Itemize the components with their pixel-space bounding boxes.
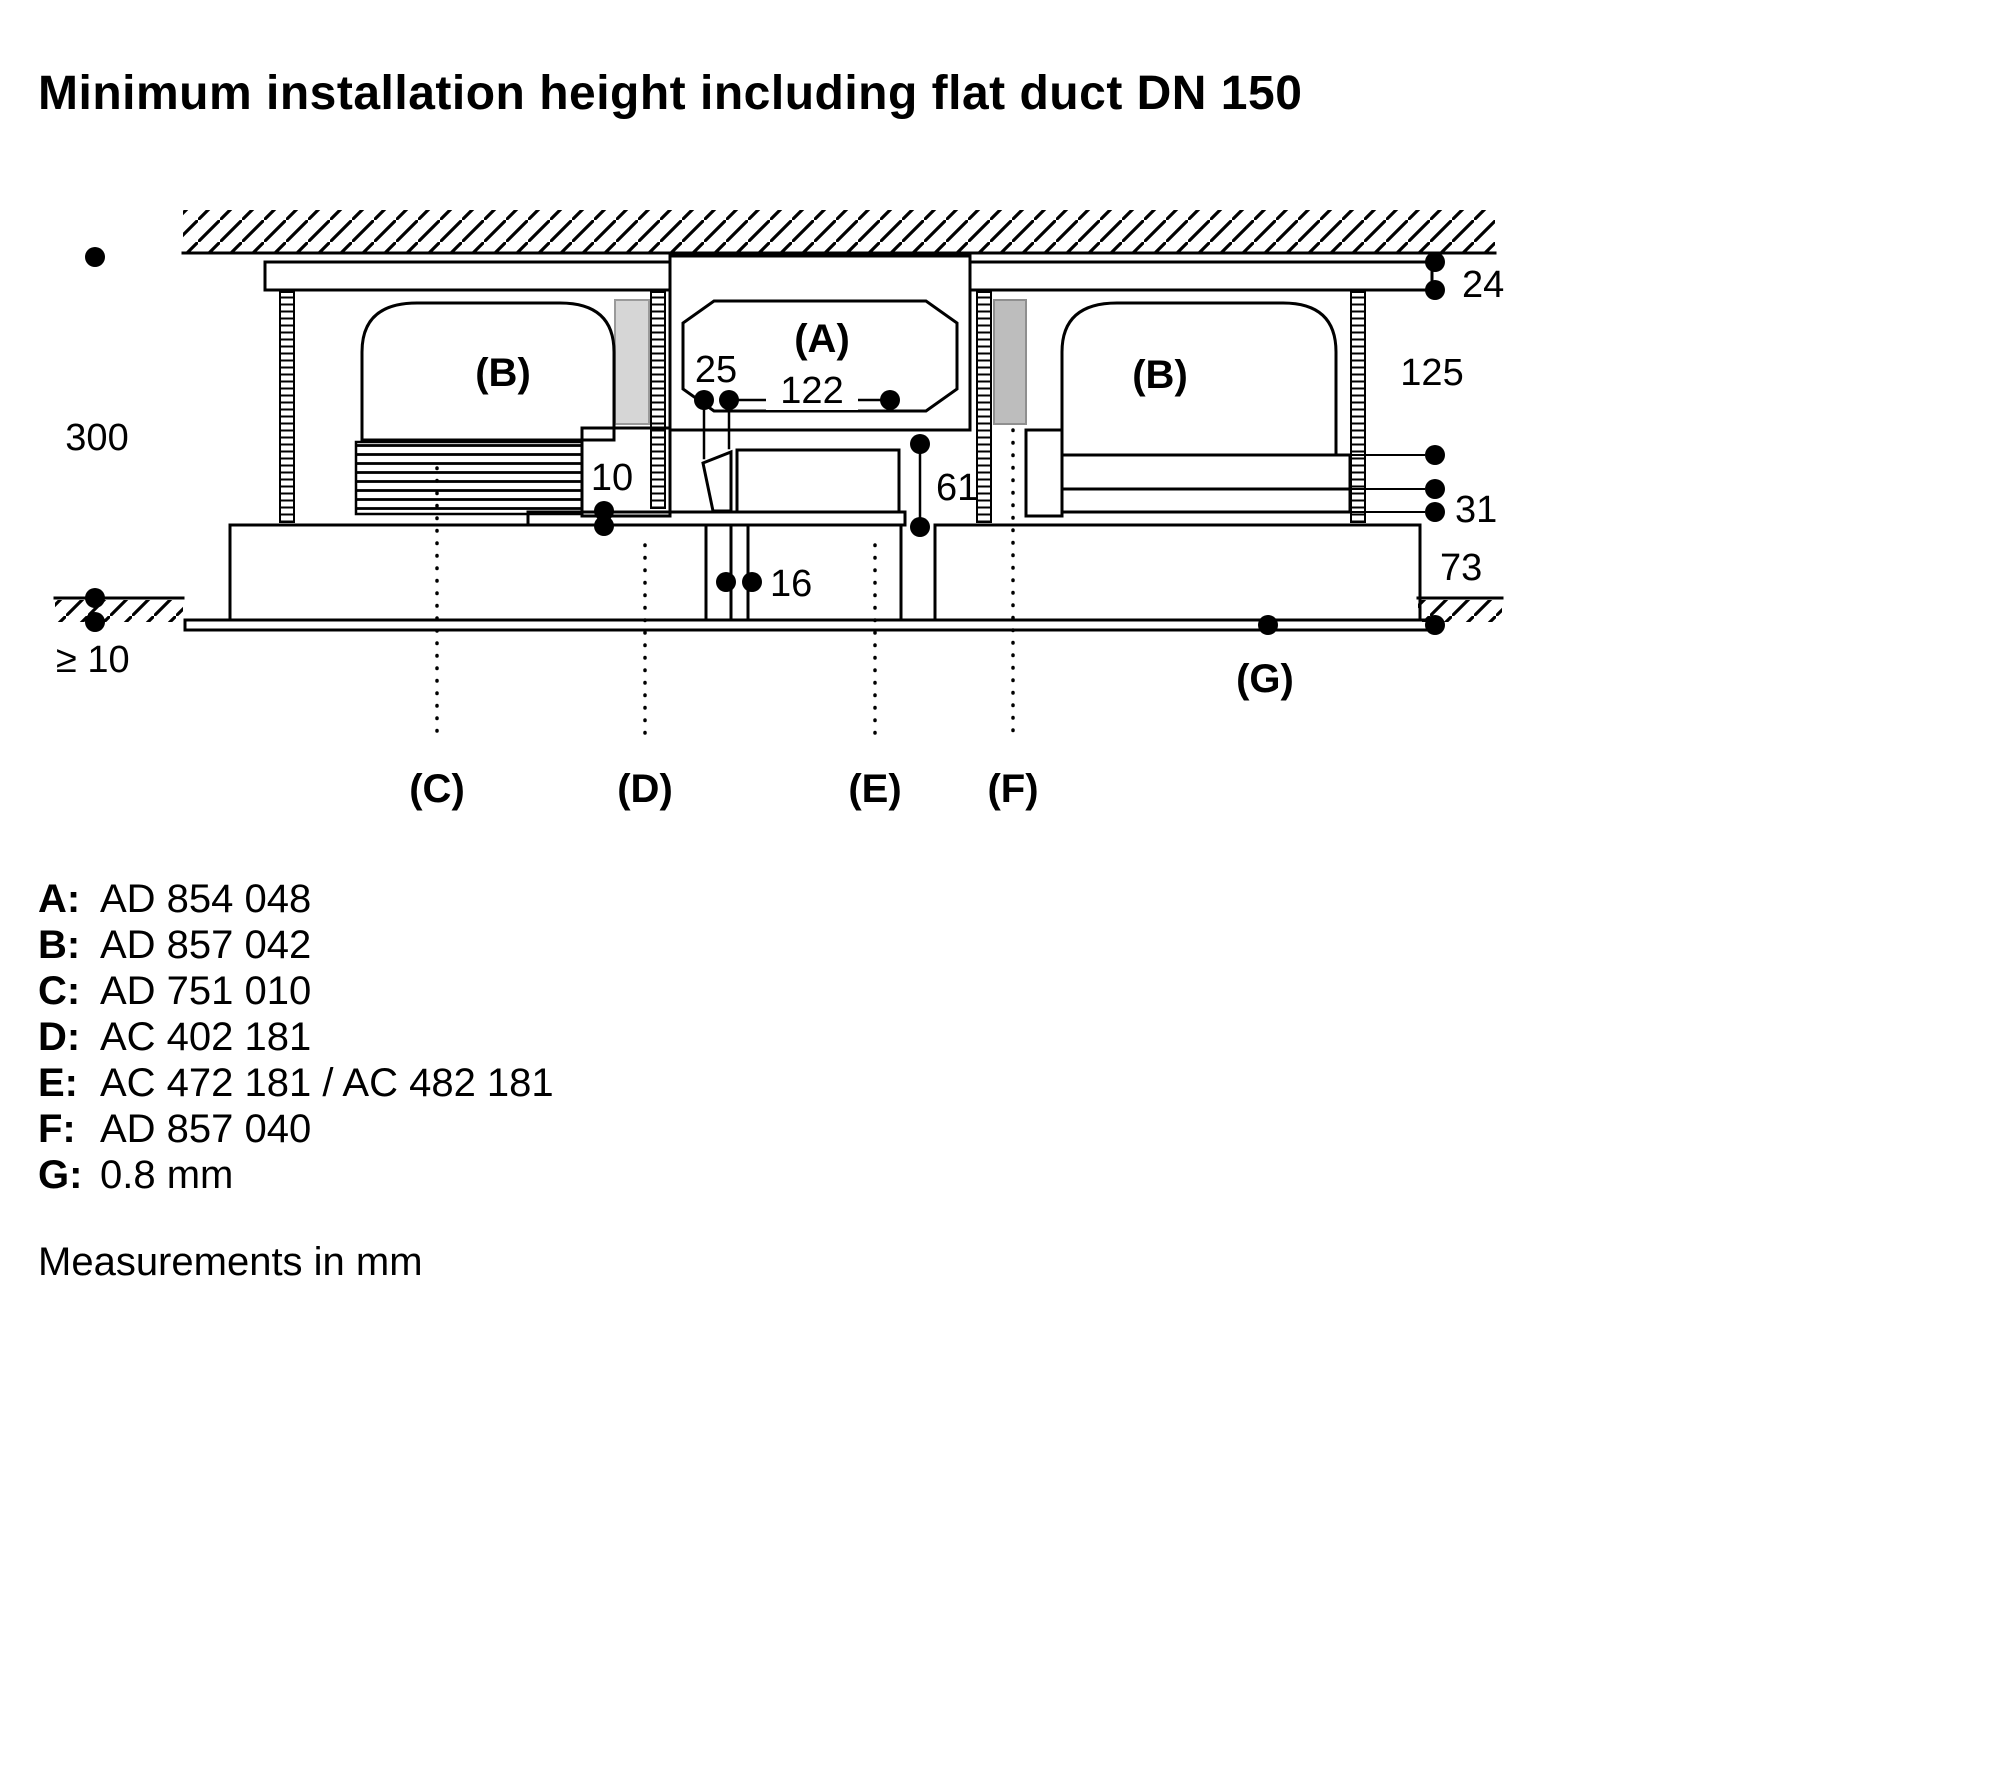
- legend-value: AC 402 181: [100, 1015, 312, 1059]
- legend-key: F:: [38, 1107, 76, 1151]
- legend-value: AD 751 010: [100, 969, 312, 1013]
- legend-item-a: A: AD 854 048: [38, 876, 554, 922]
- dot-25-left: [694, 390, 714, 410]
- legend-item-e: E: AC 472 181 / AC 482 181: [38, 1060, 554, 1106]
- dot-16-right: [742, 572, 762, 592]
- duct-housing: [668, 254, 972, 432]
- dim-25-label: 25: [695, 349, 737, 391]
- label-backplate-10: [585, 458, 641, 496]
- dim-300-label: 300: [65, 417, 128, 459]
- flex-hose: [354, 440, 584, 516]
- ceiling-hatch: [183, 210, 1495, 252]
- label-b-left: (B): [475, 351, 531, 395]
- dot-24-top: [1425, 252, 1445, 272]
- dot-10-bottom: [594, 516, 614, 536]
- duct-connector-right: [993, 299, 1027, 425]
- dim-24-label: 24: [1462, 264, 1504, 306]
- hanger-rod-inner-right: [976, 291, 992, 523]
- dim-ge10-label: ≥ 10: [56, 639, 130, 681]
- dot-73-bottom: [1425, 615, 1445, 635]
- legend-item-b: B: AD 857 042: [38, 922, 554, 968]
- label-f: (F): [987, 767, 1038, 811]
- counter-left-hatch: [55, 600, 183, 622]
- legend-item-g: G: 0.8 mm: [38, 1152, 554, 1198]
- dot-31-top: [1425, 479, 1445, 499]
- dot-ge10: [85, 612, 105, 632]
- hanger-rod-outer-left: [279, 291, 295, 523]
- dot-61-bottom: [910, 517, 930, 537]
- dimension-labels: 300 ≥ 10 24 125 31 73 25 122 10 61 16: [56, 264, 1504, 681]
- hanger-rod-outer-right: [1350, 291, 1366, 523]
- label-b-right: (B): [1132, 353, 1188, 397]
- dim-16-label: 16: [770, 563, 812, 605]
- dot-g: [1258, 615, 1278, 635]
- label-e: (E): [848, 767, 901, 811]
- legend-key: D:: [38, 1015, 81, 1059]
- drain-funnel: [701, 449, 733, 513]
- legend-key: A:: [38, 877, 81, 921]
- dot-61-top: [910, 434, 930, 454]
- legend-value: AD 854 048: [100, 877, 312, 921]
- blower-unit: [735, 448, 901, 514]
- legend-value: AD 857 042: [100, 923, 312, 967]
- legend-key: G:: [38, 1153, 83, 1197]
- duct-connector-left: [614, 299, 650, 425]
- legend-item-c: C: AD 751 010: [38, 968, 554, 1014]
- label-a: (A): [794, 317, 850, 361]
- mount-rail-left: [263, 260, 672, 292]
- legend-key: E:: [38, 1061, 78, 1105]
- legend-item-d: D: AC 402 181: [38, 1014, 554, 1060]
- legend-item-f: F: AD 857 040: [38, 1106, 554, 1152]
- mount-rail-right: [968, 260, 1434, 292]
- dot-300-bottom: [85, 588, 105, 608]
- bottom-panel: [183, 618, 1437, 632]
- component-labels: (A) (B) (B) (C) (D) (E) (F) (G): [409, 317, 1294, 811]
- label-g: (G): [1236, 657, 1294, 701]
- legend-key: C:: [38, 969, 81, 1013]
- page-title: Minimum installation height including fl…: [38, 67, 1303, 120]
- dimension-dots: [85, 247, 1445, 635]
- hose-adapter-right: [1024, 428, 1064, 518]
- dot-300-top: [85, 247, 105, 267]
- measurements-note: Measurements in mm: [38, 1240, 423, 1284]
- drawing: [53, 210, 1504, 744]
- flat-duct-section: [681, 299, 959, 413]
- dot-24-bottom: [1425, 280, 1445, 300]
- dim-125-label: 125: [1400, 352, 1463, 394]
- legend-key: B:: [38, 923, 81, 967]
- leader-lines: [435, 428, 1015, 744]
- legend: A: AD 854 048 B: AD 857 042 C: AD 751 01…: [38, 876, 554, 1198]
- dot-122-right: [880, 390, 900, 410]
- legend-value: AD 857 040: [100, 1107, 312, 1151]
- duct-bend-right: [1060, 301, 1338, 457]
- dim-122-label: 122: [780, 370, 843, 412]
- dot-16-left: [716, 572, 736, 592]
- legend-value: 0.8 mm: [100, 1153, 234, 1197]
- dim-73-label: 73: [1440, 547, 1482, 589]
- duct-bend-left: [360, 301, 616, 442]
- hanger-rod-inner-left: [650, 291, 666, 509]
- dot-10-top: [594, 501, 614, 521]
- dot-25-right: [719, 390, 739, 410]
- label-c: (C): [409, 767, 465, 811]
- base-cabinet-right: [933, 523, 1422, 622]
- cooktop-plate: [526, 510, 907, 527]
- dot-125-bottom: [1425, 445, 1445, 465]
- label-backplate-122: [766, 370, 858, 410]
- dim-61-label: 61: [936, 467, 978, 509]
- label-d: (D): [617, 767, 673, 811]
- dim-31-label: 31: [1455, 489, 1497, 531]
- base-cabinet-left: [228, 523, 708, 622]
- legend-value: AC 472 181 / AC 482 181: [100, 1061, 554, 1105]
- dim-10-label: 10: [591, 457, 633, 499]
- dot-31-bottom: [1425, 502, 1445, 522]
